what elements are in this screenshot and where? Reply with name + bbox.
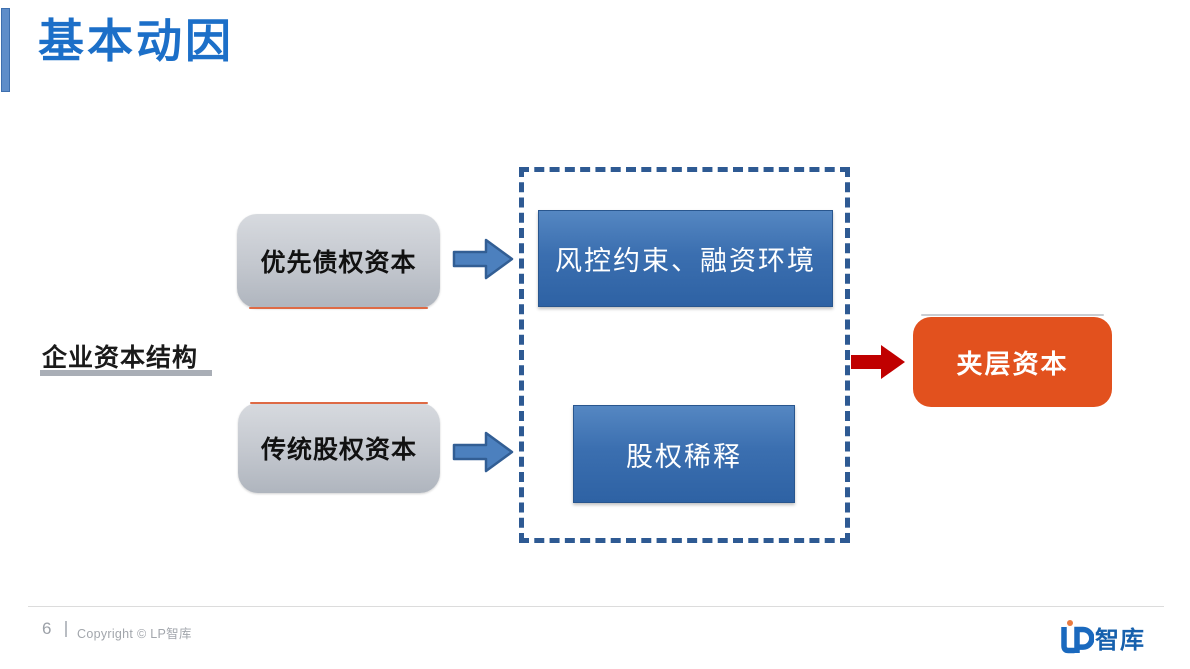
source-box-traditional-equity: 传统股权资本 — [238, 402, 440, 493]
factor-box-risk-control: 风控约束、融资环境 — [538, 210, 833, 307]
capital-structure-underline — [40, 370, 212, 376]
source-box-senior-debt: 优先债权资本 — [237, 214, 440, 309]
lp-monogram-icon — [1061, 620, 1094, 654]
footer-divider-line — [28, 606, 1164, 607]
title-accent-bar — [1, 8, 10, 92]
page-number: 6 — [42, 619, 52, 638]
constraints-dashed-container — [519, 167, 850, 543]
source-box-label: 传统股权资本 — [260, 436, 417, 464]
capital-structure-label: 企业资本结构 — [42, 344, 199, 372]
result-box-label: 夹层资本 — [956, 348, 1069, 379]
copyright-text: Copyright © LP智库 — [77, 627, 192, 641]
result-box-mezzanine-capital: 夹层资本 — [913, 314, 1112, 407]
page-title: 基本动因 — [38, 15, 234, 67]
right-block-arrow-red-icon — [851, 343, 905, 381]
factor-box-label: 股权稀释 — [626, 441, 742, 473]
footer-separator — [65, 621, 67, 637]
right-block-arrow-icon — [452, 237, 514, 281]
lp-zhiku-logo: 智库 — [1057, 618, 1145, 656]
factor-box-label: 风控约束、融资环境 — [555, 246, 816, 277]
logo-text: 智库 — [1095, 626, 1145, 654]
right-block-arrow-icon — [452, 430, 514, 474]
factor-box-equity-dilution: 股权稀释 — [573, 405, 795, 503]
source-box-label: 优先债权资本 — [260, 249, 417, 277]
